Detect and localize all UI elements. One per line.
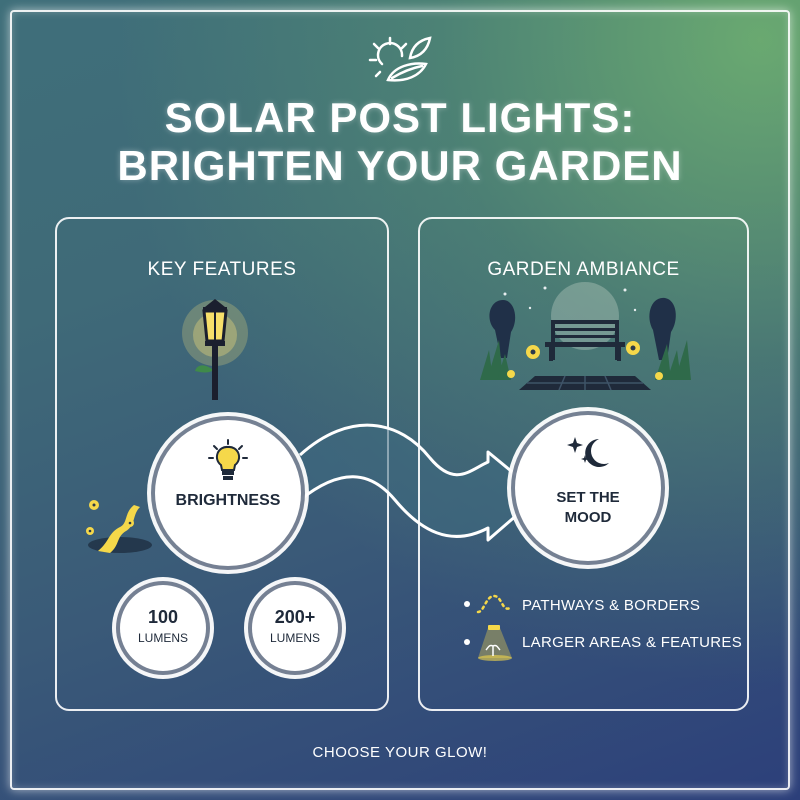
garden-ambiance-title: GARDEN AMBIANCE bbox=[487, 259, 680, 280]
glowing-frame bbox=[10, 10, 790, 790]
sun-leaf-icon bbox=[368, 36, 432, 82]
key-features-title: KEY FEATURES bbox=[147, 259, 297, 280]
lightbulb-icon bbox=[208, 439, 248, 480]
lumens-100-circle: 100 LUMENS bbox=[120, 585, 206, 671]
lumens-100-value: 100 bbox=[147, 607, 179, 627]
legend-pathways-label: PATHWAYS & BORDERS bbox=[522, 597, 701, 614]
set-the-mood-line-2: MOOD bbox=[564, 509, 612, 526]
lumens-200-unit: LUMENS bbox=[269, 631, 320, 645]
lit-path-icon bbox=[86, 500, 152, 553]
lumens-100-unit: LUMENS bbox=[137, 631, 188, 645]
title-line-1: SOLAR POST LIGHTS: bbox=[164, 94, 636, 141]
dotted-path-icon bbox=[464, 594, 512, 614]
brightness-label: BRIGHTNESS bbox=[175, 492, 281, 509]
legend-larger-areas-label: LARGER AREAS & FEATURES bbox=[522, 634, 743, 651]
title-line-2: BRIGHTEN YOUR GARDEN bbox=[117, 142, 683, 189]
post-lamp-icon bbox=[182, 299, 248, 400]
garden-ambiance-panel: GARDEN AMBIANCE bbox=[418, 217, 749, 711]
brightness-circle: BRIGHTNESS bbox=[155, 420, 301, 566]
lumens-200-circle: 200+ LUMENS bbox=[252, 585, 338, 671]
garden-bench-scene-icon bbox=[480, 282, 691, 391]
lumens-200-value: 200+ bbox=[274, 607, 316, 627]
footer-text: CHOOSE YOUR GLOW! bbox=[312, 744, 488, 761]
set-the-mood-line-1: SET THE bbox=[556, 489, 620, 506]
set-the-mood-circle: SET THE MOOD bbox=[515, 415, 661, 561]
moon-stars-icon bbox=[567, 437, 609, 467]
floodlight-icon bbox=[464, 625, 512, 661]
